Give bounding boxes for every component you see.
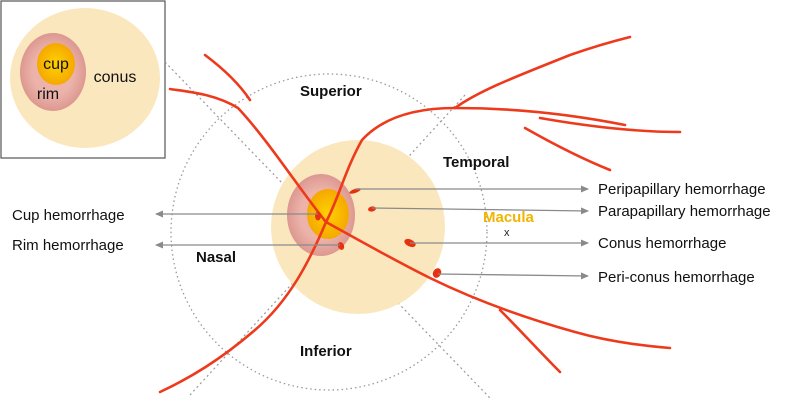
macula-label: Macula [483, 209, 535, 226]
quadrant-inferior-label: Inferior [300, 343, 352, 360]
vessel-superior-temporal-drop [523, 126, 612, 172]
inset-panel: cup rim conus [0, 0, 166, 159]
arrow-parapapillary [371, 207, 589, 215]
arrows [155, 185, 589, 280]
conus-hemorrhage-label: Conus hemorrhage [598, 235, 726, 252]
vessel-superior-nasal [168, 87, 328, 224]
quadrant-temporal-label: Temporal [443, 154, 509, 171]
quadrant-guides [164, 61, 491, 399]
quadrant-nasal-label: Nasal [196, 249, 236, 266]
macula-marker: x [504, 227, 510, 239]
vessel-superior-nasal-branch [203, 53, 252, 102]
inset-rim-label: rim [37, 86, 59, 103]
periconus-hemorrhage-label: Peri-conus hemorrhage [598, 269, 755, 286]
inset-conus-label: conus [94, 69, 137, 86]
peripapillary-hemorrhage-label: Peripapillary hemorrhage [598, 181, 766, 198]
arrow-periconus [437, 272, 589, 280]
rim-hemorrhage-spot [337, 242, 345, 250]
vessel-inferior-nasal [158, 220, 328, 394]
vessel-inferior-temporal-branch [498, 308, 562, 374]
cup-hemorrhage-spot [315, 211, 321, 221]
parapapillary-hemorrhage-label: Parapapillary hemorrhage [598, 203, 771, 220]
vessel-superior-temporal-lower [538, 116, 682, 134]
retinal-vessels [158, 35, 682, 394]
cup-hemorrhage-label: Cup hemorrhage [12, 207, 125, 224]
inset-cup-zone [37, 43, 75, 85]
quadrant-superior-label: Superior [300, 83, 362, 100]
periconus-hemorrhage-spot [432, 268, 442, 278]
cup-zone [307, 189, 349, 239]
inset-cup-label: cup [43, 56, 69, 73]
rim-hemorrhage-label: Rim hemorrhage [12, 237, 124, 254]
vessel-superior-temporal [324, 106, 627, 224]
guide-circle [170, 73, 488, 391]
vessel-superior-temporal-upper [453, 35, 632, 110]
vessel-inferior-temporal [324, 220, 672, 350]
optic-disc [271, 140, 445, 314]
